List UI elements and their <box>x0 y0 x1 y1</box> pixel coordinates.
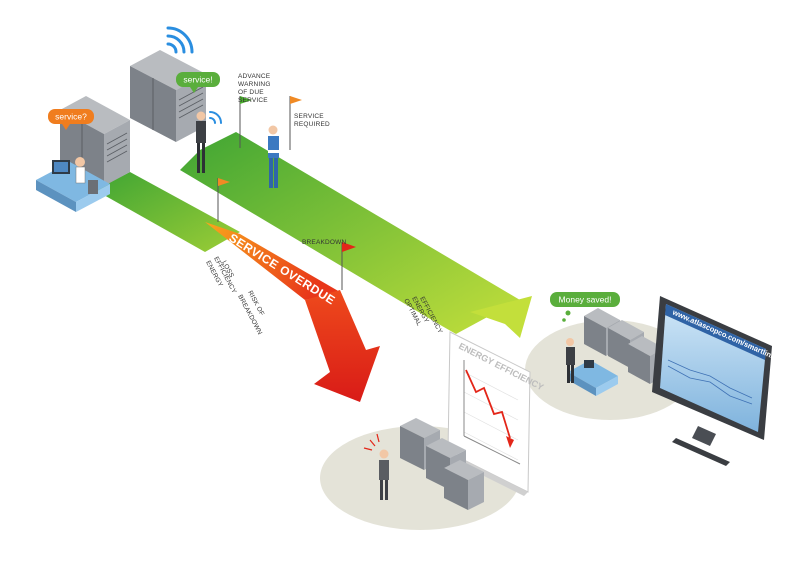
wifi-icon-small <box>209 111 222 124</box>
flag-lower-service <box>217 178 230 222</box>
smartlink-monitor: www.atlascopco.com/smartlink <box>652 296 777 466</box>
money-saved-bubble: Money saved! <box>550 292 620 322</box>
svg-text:WARNING: WARNING <box>238 81 271 88</box>
compressor-upper <box>130 50 206 142</box>
lower-path-green <box>95 172 240 252</box>
label-energy-efficiency-loss: ENERGY EFFICIENCY LOSS <box>204 256 237 296</box>
label-breakdown: BREAKDOWN <box>302 239 347 246</box>
savings-desk <box>568 360 618 396</box>
svg-text:SERVICE: SERVICE <box>294 113 324 120</box>
efficiency-decline-line <box>465 369 511 439</box>
office-desk <box>36 157 110 212</box>
smartlink-arrowhead <box>470 296 532 338</box>
service-exclaim-bubble: service! <box>176 72 220 93</box>
compressor-breakdown-3 <box>444 460 484 510</box>
label-risk-of-breakdown: RISK OF BREAKDOWN <box>236 290 265 337</box>
svg-text:service?: service? <box>55 112 87 122</box>
svg-text:ADVANCE: ADVANCE <box>238 73 271 80</box>
savings-manager-figure <box>566 338 575 383</box>
service-engineer-figure <box>268 125 279 188</box>
service-overdue-band <box>205 222 340 300</box>
svg-text:REQUIRED: REQUIRED <box>294 121 330 128</box>
flag-service-required <box>289 96 302 150</box>
label-service-required: SERVICE REQUIRED <box>294 113 330 128</box>
wifi-icon <box>166 26 194 54</box>
svg-text:SERVICE: SERVICE <box>238 97 268 104</box>
smartlink-path <box>180 132 520 334</box>
breakdown-arrow <box>305 290 380 402</box>
svg-text:Money saved!: Money saved! <box>559 295 612 305</box>
monitor-dashboard-graph <box>667 359 753 405</box>
label-advance-warning: ADVANCE WARNING OF DUE SERVICE <box>238 73 271 104</box>
alarm-icon <box>363 433 380 451</box>
svg-text:service!: service! <box>183 75 212 85</box>
flag-advance-warning <box>239 96 252 148</box>
service-question-bubble: service? <box>48 109 94 130</box>
stressed-worker-figure <box>379 449 389 500</box>
manager-figure <box>196 111 206 173</box>
svg-text:OF DUE: OF DUE <box>238 89 264 96</box>
flag-breakdown <box>341 242 356 290</box>
